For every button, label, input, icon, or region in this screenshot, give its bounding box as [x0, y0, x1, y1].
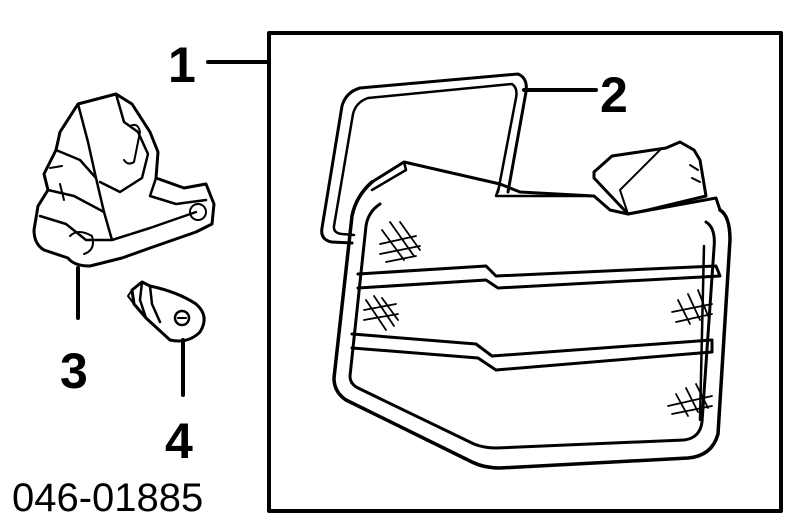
callout-4: 4 [165, 413, 193, 469]
callout-1: 1 [168, 37, 196, 93]
bulb-illustration [127, 280, 206, 343]
gasket-illustration [320, 72, 528, 245]
tail-lamp-illustration [332, 140, 732, 470]
assembly-frame [267, 31, 783, 513]
callout-2: 2 [600, 67, 628, 123]
socket-illustration [32, 92, 216, 268]
callout-3: 3 [60, 343, 88, 399]
part-number: 046-01885 [12, 476, 203, 520]
